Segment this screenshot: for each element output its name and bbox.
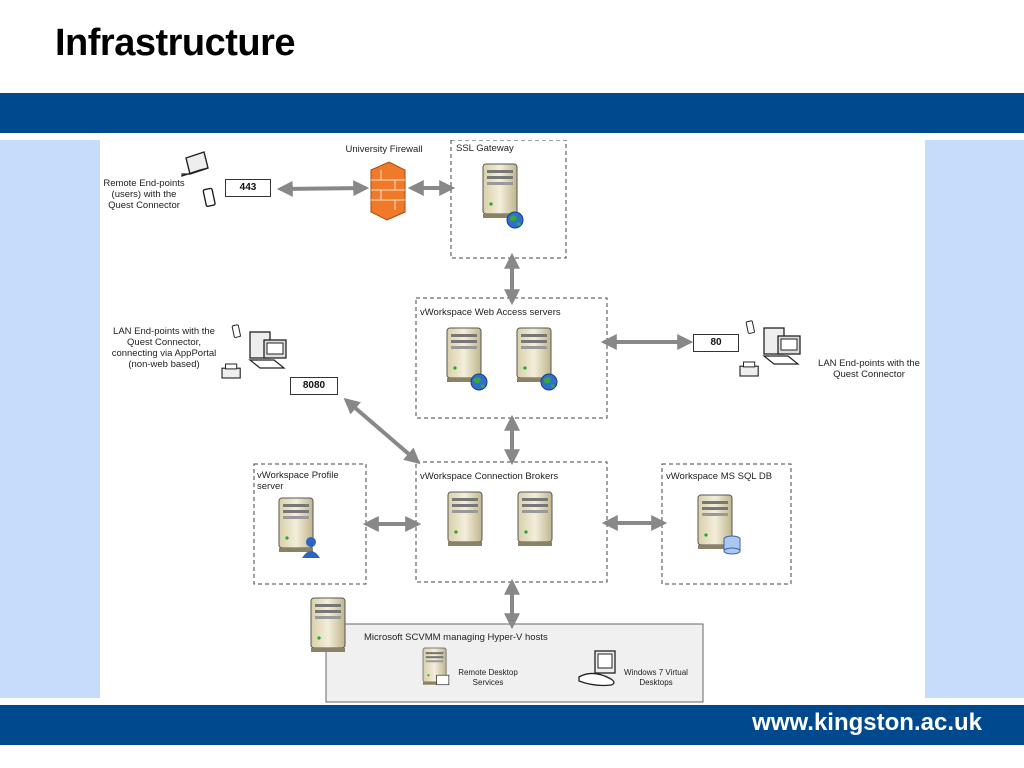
web-access-server-1-icon (446, 327, 488, 391)
remote-desktop-server-icon (422, 647, 450, 686)
printer-icon-appportal (221, 363, 241, 379)
lan-appportal-label: LAN End-points with the Quest Connector,… (111, 326, 217, 370)
scvmm-box (325, 623, 704, 703)
phone-icon-lan (745, 320, 756, 335)
diagram-canvas (181, 140, 801, 703)
footer-url: www.kingston.ac.uk (752, 709, 982, 736)
ssl-gateway-label: SSL Gateway (456, 143, 514, 154)
arrow-443-firewall (276, 180, 370, 197)
remote-endpoints-label: Remote End-points (users) with the Quest… (103, 178, 185, 211)
port-443-badge: 443 (225, 179, 271, 197)
slide-title: Infrastructure (55, 22, 296, 64)
ssl-gateway-server-icon (482, 163, 524, 229)
scvmm-label: Microsoft SCVMM managing Hyper-V hosts (364, 632, 548, 643)
port-8080-badge: 8080 (290, 377, 338, 395)
ms-sql-db-label: vWorkspace MS SQL DB (666, 471, 773, 482)
phone-icon-appportal (231, 324, 242, 339)
printer-icon-lan (739, 361, 759, 377)
win7-desktops-label: Windows 7 Virtual Desktops (624, 668, 688, 687)
scvmm-server-icon (310, 597, 346, 653)
infrastructure-diagram: Remote End-points (users) with the Quest… (100, 140, 925, 705)
footer-band (0, 705, 1024, 745)
connection-broker-2-icon (517, 491, 553, 547)
lan-endpoints-label: LAN End-points with the Quest Connector (818, 358, 920, 380)
laptop-icon (181, 151, 209, 177)
profile-server-icon (278, 497, 320, 558)
profile-server-label: vWorkspace Profile server (257, 470, 339, 492)
connection-broker-1-icon (447, 491, 483, 547)
windows-desktop-icon (578, 650, 616, 687)
sql-db-server-icon (697, 494, 741, 555)
connection-brokers-label: vWorkspace Connection Brokers (420, 471, 559, 482)
phone-icon (202, 187, 217, 208)
right-side-panel (925, 140, 1024, 698)
firewall-icon (370, 161, 406, 221)
workstation-icon-appportal (249, 331, 287, 369)
workstation-icon-lan (763, 327, 801, 365)
header-band (0, 93, 1024, 133)
left-side-panel (0, 140, 100, 698)
port-80-badge: 80 (693, 334, 739, 352)
remote-desktop-label: Remote Desktop Services (458, 668, 518, 687)
web-access-label: vWorkspace Web Access servers (420, 307, 561, 318)
firewall-label: University Firewall (345, 144, 423, 155)
arrow-8080-brokers (343, 397, 421, 465)
web-access-server-2-icon (516, 327, 558, 391)
